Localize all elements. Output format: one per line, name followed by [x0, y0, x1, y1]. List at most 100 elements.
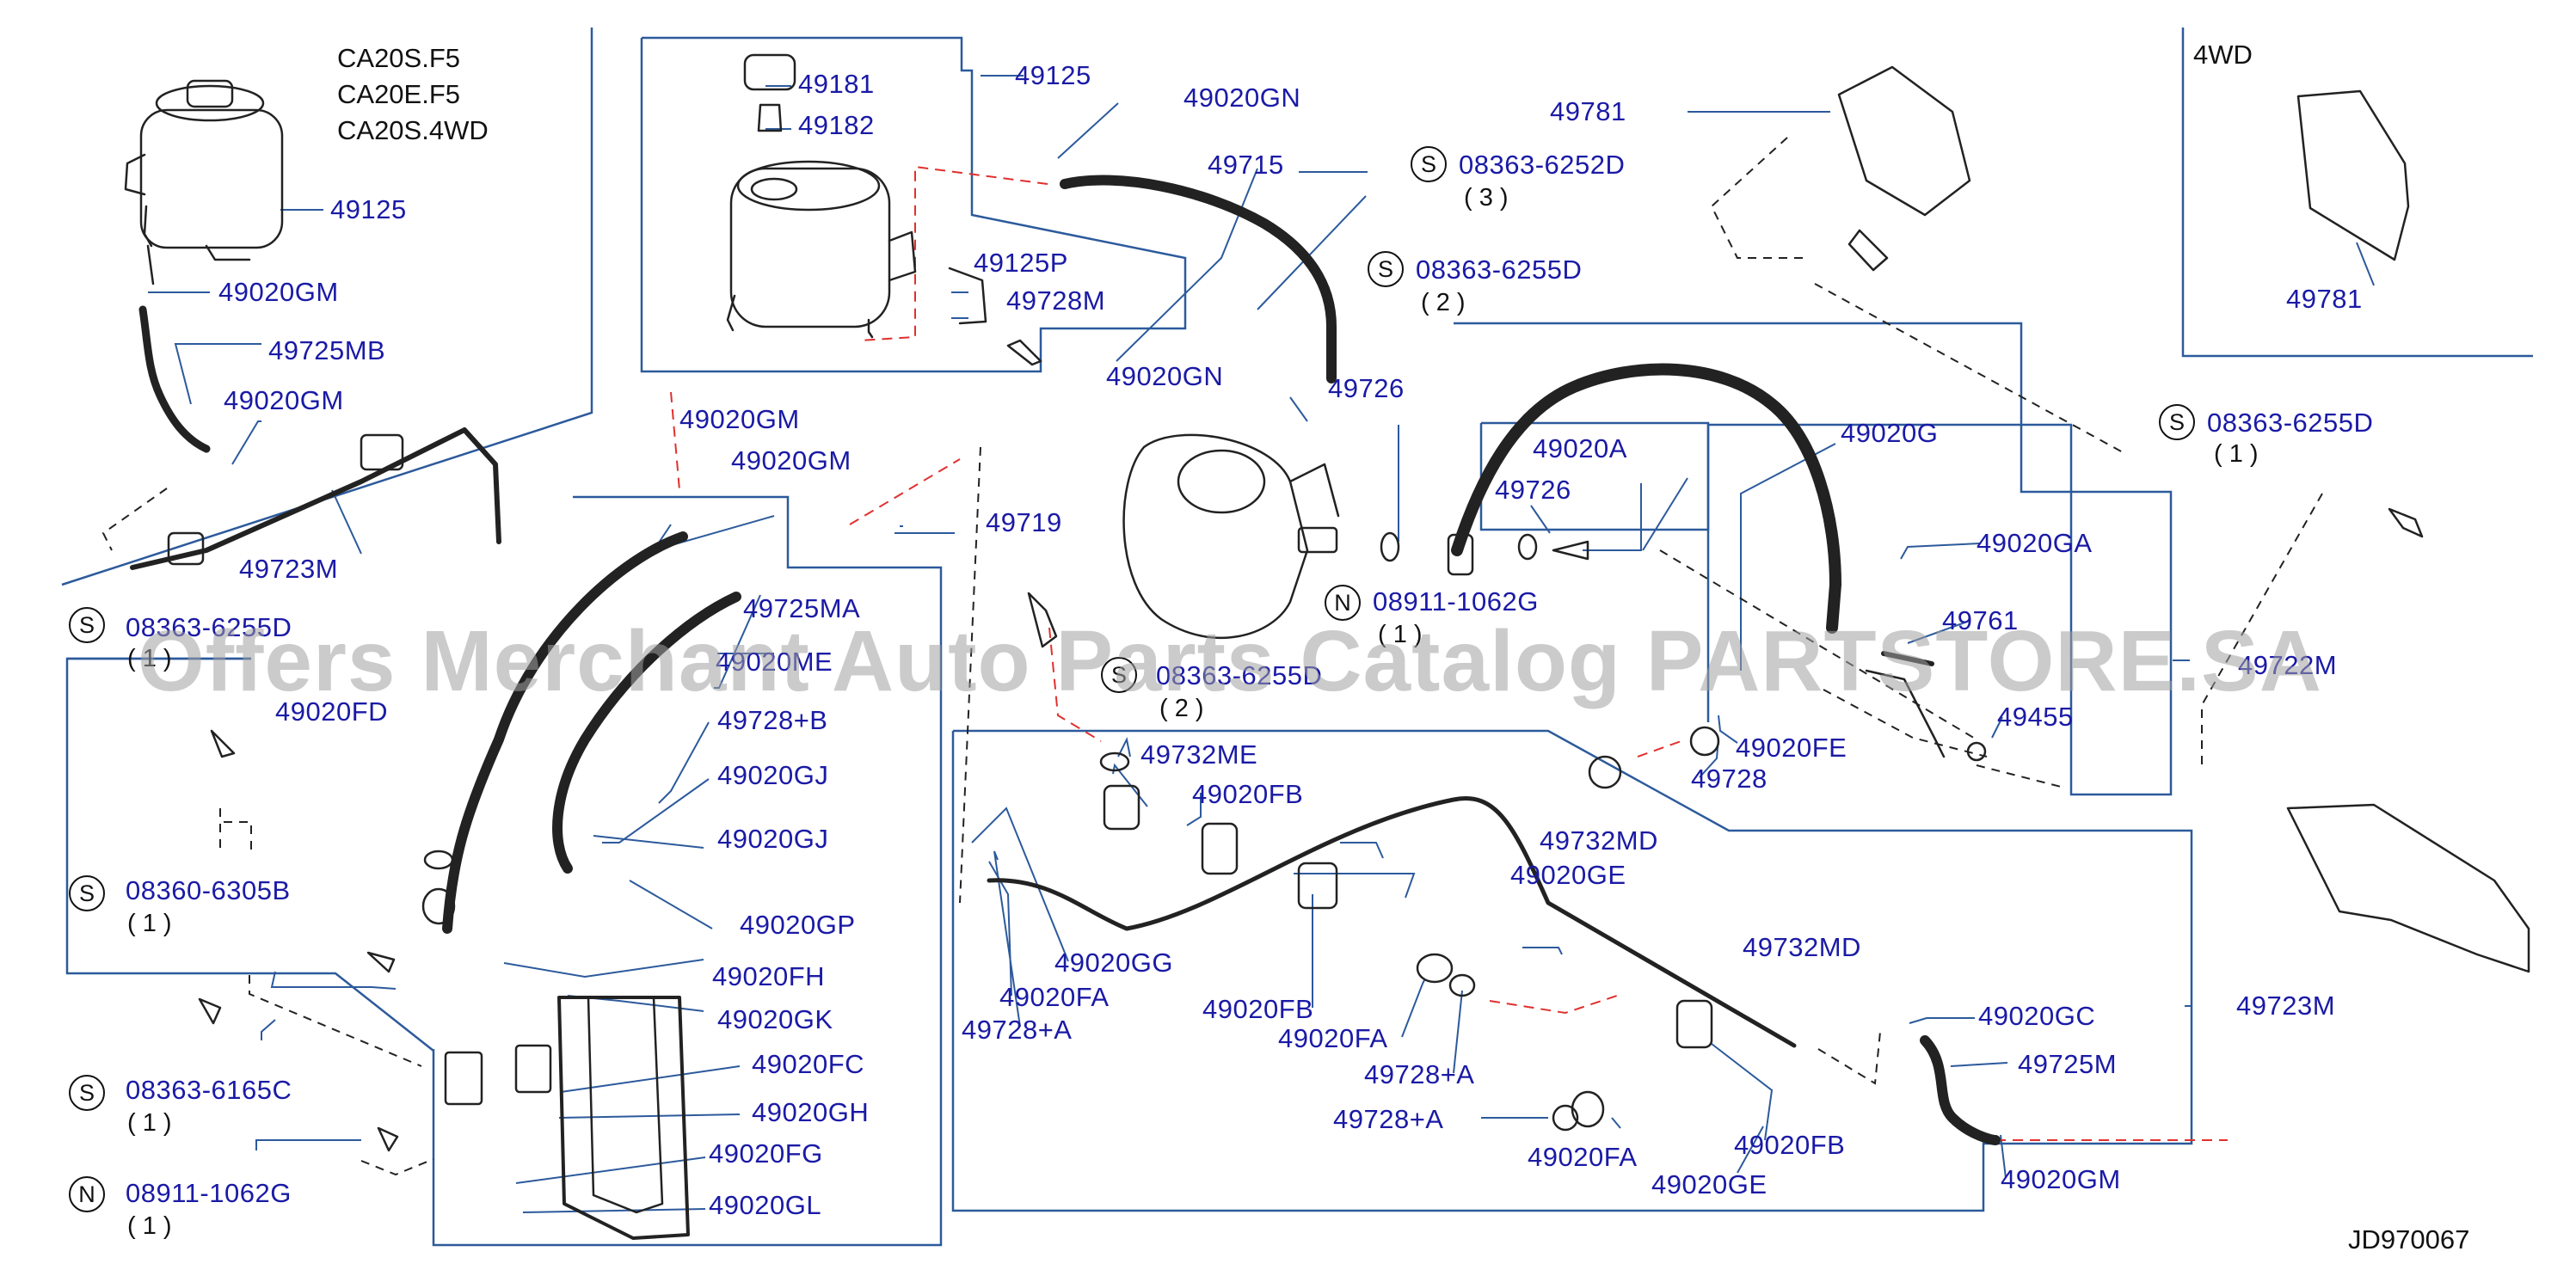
diagram-code: JD970067 — [2348, 1224, 2470, 1255]
part-label[interactable]: 49020GC — [1978, 1001, 2096, 1031]
fastener-code[interactable]: 08363-6255D — [1416, 255, 1583, 285]
part-label[interactable]: 49020FC — [752, 1049, 865, 1079]
line-49723m — [130, 427, 501, 570]
fastener-code[interactable]: 08363-6255D — [1156, 660, 1323, 690]
part-label[interactable]: 49020FH — [712, 961, 826, 991]
part-label[interactable]: 49020GJ — [717, 824, 829, 854]
part-label[interactable]: 49020GM — [224, 385, 344, 415]
hose-49720 — [1451, 363, 1841, 634]
frame-lower-right — [951, 729, 2193, 1212]
part-label[interactable]: 49020FB — [1192, 779, 1304, 809]
part-label[interactable]: 49020GK — [717, 1004, 833, 1034]
part-label[interactable]: 49020GG — [1054, 948, 1173, 978]
part-label[interactable]: 49761 — [1942, 605, 2019, 635]
part-label[interactable]: 49125P — [974, 248, 1068, 278]
part-label[interactable]: 49732ME — [1140, 739, 1258, 770]
part-label[interactable]: 49728 — [1691, 764, 1768, 794]
bolts — [198, 229, 2424, 1152]
part-label[interactable]: 49020GH — [752, 1097, 870, 1127]
part-label[interactable]: 49020GM — [731, 445, 851, 475]
fastener-code[interactable]: 08363-6252D — [1459, 150, 1626, 180]
part-label[interactable]: 49020FA — [999, 982, 1110, 1012]
part-label[interactable]: 49020GM — [679, 404, 800, 434]
part-label[interactable]: 49725MB — [268, 335, 386, 365]
part-label[interactable]: 49181 — [798, 69, 875, 99]
fastener-code[interactable]: 08363-6165C — [126, 1075, 292, 1105]
part-label[interactable]: 49728M — [1006, 285, 1106, 316]
part-label[interactable]: 49020GM — [2001, 1164, 2121, 1194]
fastener-code[interactable]: 08911-1062G — [1373, 586, 1539, 617]
part-label[interactable]: 49732MD — [1540, 825, 1658, 856]
part-label[interactable]: 49781 — [2286, 284, 2363, 314]
part-label[interactable]: 49728+B — [717, 705, 828, 735]
part-label[interactable]: 49020GA — [1977, 528, 2093, 558]
fastener-symbol: S — [69, 607, 105, 643]
part-label[interactable]: 49020GE — [1651, 1169, 1768, 1199]
part-label[interactable]: 49125 — [330, 194, 407, 224]
cooler-loop — [557, 996, 690, 1240]
fastener-symbol: S — [1101, 657, 1137, 693]
frame-reservoir — [640, 36, 1187, 373]
return-pipe-49719 — [442, 531, 688, 934]
fastener-qty: ( 1 ) — [127, 1212, 172, 1240]
part-label[interactable]: 49728+A — [962, 1015, 1073, 1045]
part-label[interactable]: 49020G — [1841, 418, 1939, 448]
part-label[interactable]: 49726 — [1328, 373, 1405, 403]
part-label[interactable]: 49725M — [2018, 1049, 2118, 1079]
part-label[interactable]: 49020FE — [1736, 733, 1847, 763]
fastener-symbol: N — [1325, 585, 1361, 621]
part-label[interactable]: 49725MA — [743, 593, 861, 623]
part-label[interactable]: 49781 — [1550, 96, 1626, 126]
fastener-qty: ( 1 ) — [2214, 440, 2259, 468]
bracket-49781-4wd — [2296, 89, 2410, 261]
part-label[interactable]: 49723M — [239, 554, 339, 584]
part-label[interactable]: 49726 — [1495, 475, 1571, 505]
part-label[interactable]: 49719 — [986, 507, 1062, 537]
fastener-symbol: S — [1411, 146, 1447, 182]
part-label[interactable]: 49020GN — [1183, 83, 1301, 113]
hose-49715 — [1060, 175, 1337, 383]
section-frames — [61, 28, 2533, 1247]
part-label[interactable]: 49020GE — [1510, 860, 1626, 890]
part-label[interactable]: 49020FD — [275, 696, 389, 727]
part-label[interactable]: 49125 — [1015, 60, 1091, 90]
part-label[interactable]: 49715 — [1208, 150, 1284, 180]
part-label[interactable]: 49020A — [1533, 433, 1627, 463]
fastener-code[interactable]: 08363-6255D — [2207, 408, 2374, 438]
dashed-connectors — [101, 137, 2323, 1176]
part-label[interactable]: 49020FG — [709, 1138, 823, 1169]
fastener-symbol: S — [2159, 404, 2195, 440]
part-label[interactable]: 49020GM — [218, 277, 339, 307]
part-label[interactable]: 49182 — [798, 110, 875, 140]
part-label[interactable]: 49020GP — [740, 910, 856, 940]
part-label[interactable]: 49020GL — [709, 1190, 822, 1220]
fastener-code[interactable]: 08363-6255D — [126, 612, 292, 642]
fastener-symbol: N — [69, 1176, 105, 1212]
fastener-symbol: S — [69, 875, 105, 911]
watermark: Offers Merchant Auto Parts Catalog PARTS… — [138, 613, 2322, 709]
fastener-code[interactable]: 08911-1062G — [126, 1178, 292, 1208]
part-label[interactable]: 49728+A — [1364, 1059, 1475, 1089]
part-label[interactable]: 49455 — [1997, 702, 2074, 732]
part-label[interactable]: 49723M — [2236, 991, 2336, 1021]
part-label[interactable]: 49020ME — [716, 647, 833, 677]
part-label[interactable]: 49020GJ — [717, 760, 829, 790]
part-label[interactable]: 49728+A — [1333, 1104, 1444, 1134]
red-dashed-connectors — [670, 165, 2228, 1141]
part-label[interactable]: 49722M — [2238, 650, 2338, 680]
fastener-qty: ( 3 ) — [1464, 184, 1509, 212]
part-label[interactable]: 49732MD — [1743, 932, 1861, 962]
part-label[interactable]: 49020GN — [1106, 361, 1224, 391]
fastener-symbol: S — [1368, 251, 1404, 287]
part-label[interactable]: 49020FA — [1278, 1023, 1388, 1053]
part-label[interactable]: 49020FA — [1528, 1142, 1638, 1172]
part-label[interactable]: 49020FB — [1734, 1130, 1846, 1160]
fastener-code[interactable]: 08360-6305B — [126, 875, 291, 905]
part-label[interactable]: 49020FB — [1202, 994, 1314, 1024]
frame-lower-left — [432, 495, 943, 1247]
hose-49725m — [1920, 1035, 2001, 1145]
return-pipe-49725ma — [552, 592, 741, 874]
bracket-49781 — [1837, 65, 1971, 217]
engine-code: CA20S.4WD — [337, 115, 489, 145]
